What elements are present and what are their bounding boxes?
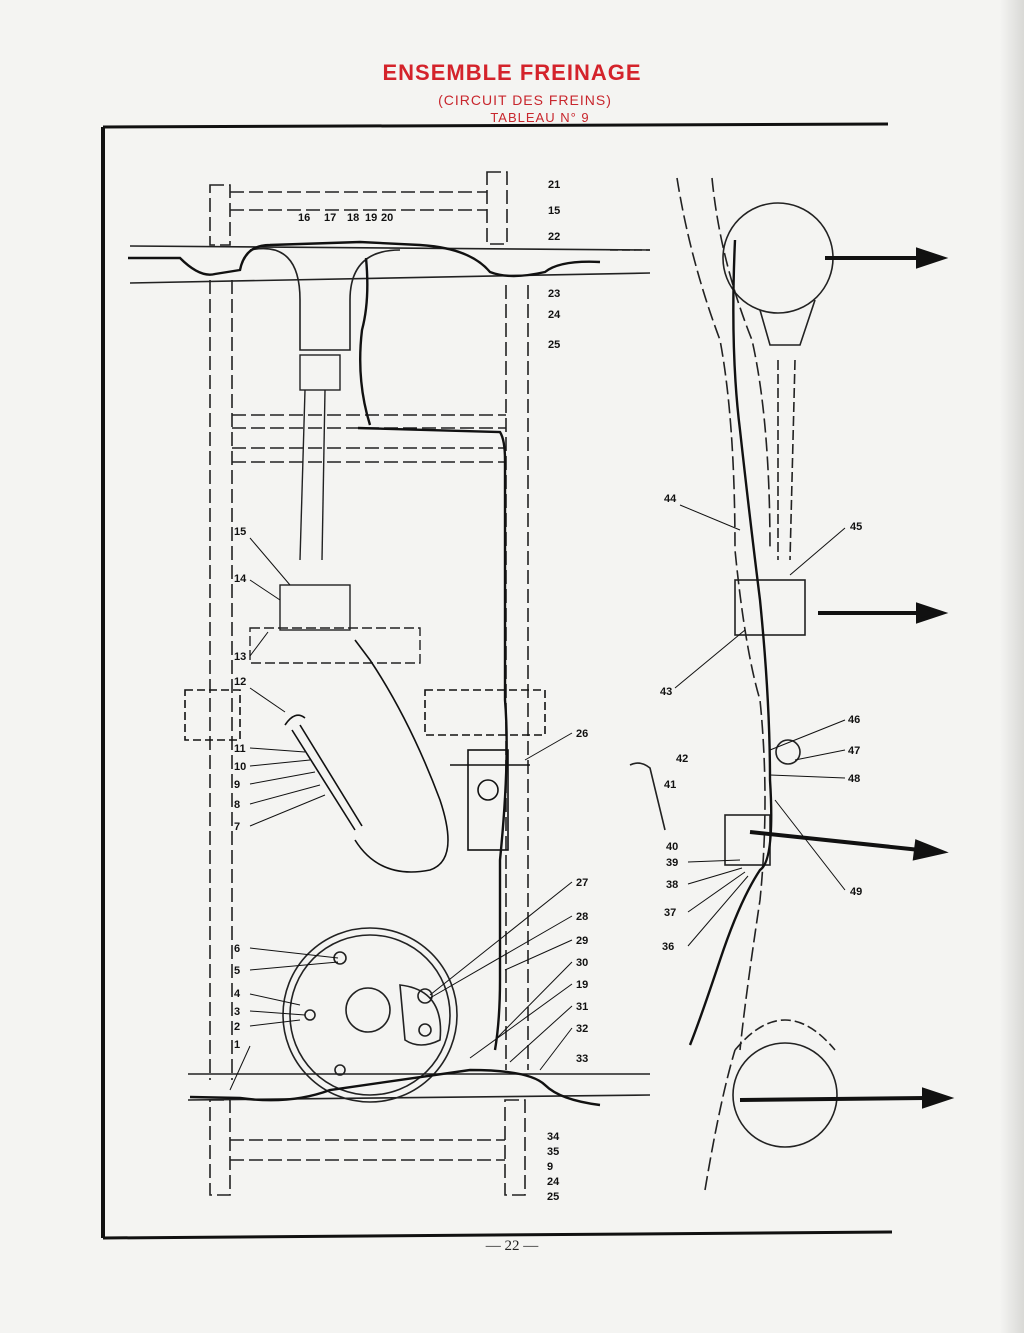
callout-19b: 19 xyxy=(576,979,588,991)
callout-49: 49 xyxy=(850,886,862,898)
callout-16: 16 xyxy=(298,212,310,224)
callout-42: 42 xyxy=(676,753,688,765)
page-subtitle: (CIRCUIT DES FREINS) xyxy=(438,92,612,108)
callout-4: 4 xyxy=(234,988,241,1000)
callout-26: 26 xyxy=(576,728,588,740)
table-number: TABLEAU N° 9 xyxy=(490,110,590,125)
callout-2: 2 xyxy=(234,1021,240,1033)
callout-33: 33 xyxy=(576,1053,588,1065)
callout-11: 11 xyxy=(234,743,246,755)
callout-7: 7 xyxy=(234,821,240,833)
direction-arrows xyxy=(739,247,955,1109)
callout-labels-right: 44 45 43 42 41 40 39 38 37 36 46 47 48 4… xyxy=(660,493,862,953)
page-spine-shadow xyxy=(1000,0,1024,1333)
callout-9b: 9 xyxy=(547,1161,553,1173)
callout-47: 47 xyxy=(848,745,860,757)
callout-labels-left: 16 17 18 19 20 15 14 13 12 11 10 9 8 7 6… xyxy=(234,179,588,1203)
callout-3: 3 xyxy=(234,1006,240,1018)
callout-32: 32 xyxy=(576,1023,588,1035)
callout-38: 38 xyxy=(666,879,678,891)
front-axle xyxy=(129,245,651,351)
callout-12: 12 xyxy=(234,676,246,688)
callout-6: 6 xyxy=(234,943,240,955)
callout-43: 43 xyxy=(660,686,672,698)
callout-8: 8 xyxy=(234,799,240,811)
callout-39: 39 xyxy=(666,857,678,869)
callout-35: 35 xyxy=(547,1146,559,1158)
callout-24: 24 xyxy=(548,309,561,321)
handbrake-assembly xyxy=(184,639,546,873)
master-cylinder xyxy=(450,749,530,851)
callout-21: 21 xyxy=(548,179,560,191)
callout-41: 41 xyxy=(664,779,676,791)
callout-15: 15 xyxy=(234,526,246,538)
chassis-frame xyxy=(209,171,529,1196)
rear-axle xyxy=(187,1068,651,1107)
rear-brake-drum xyxy=(282,927,458,1103)
callout-5: 5 xyxy=(234,965,240,977)
callout-48: 48 xyxy=(848,773,860,785)
callout-34: 34 xyxy=(547,1131,560,1143)
callout-13: 13 xyxy=(234,651,246,663)
callout-24b: 24 xyxy=(547,1176,560,1188)
callout-20: 20 xyxy=(381,212,393,224)
callout-37: 37 xyxy=(664,907,676,919)
callout-1: 1 xyxy=(234,1039,240,1051)
callout-30: 30 xyxy=(576,957,588,969)
page-title: ENSEMBLE FREINAGE xyxy=(382,60,642,85)
page-number: — 22 — xyxy=(485,1238,539,1254)
leader-lines xyxy=(229,504,846,1091)
callout-9: 9 xyxy=(234,779,240,791)
callout-18: 18 xyxy=(347,212,359,224)
callout-19: 19 xyxy=(365,212,377,224)
callout-10: 10 xyxy=(234,761,246,773)
side-view-chassis xyxy=(676,177,771,1191)
propeller-shaft xyxy=(249,354,421,664)
callout-40: 40 xyxy=(666,841,678,853)
callout-27: 27 xyxy=(576,877,588,889)
callout-25b: 25 xyxy=(547,1191,559,1203)
callout-15b: 15 xyxy=(548,205,560,217)
callout-22: 22 xyxy=(548,231,560,243)
callout-28: 28 xyxy=(576,911,588,923)
callout-23: 23 xyxy=(548,288,560,300)
callout-17: 17 xyxy=(324,212,336,224)
diagram-frame xyxy=(101,122,893,1240)
callout-14: 14 xyxy=(234,573,247,585)
callout-45: 45 xyxy=(850,521,862,533)
callout-46: 46 xyxy=(848,714,860,726)
callout-31: 31 xyxy=(576,1001,588,1013)
callout-36: 36 xyxy=(662,941,674,953)
callout-44: 44 xyxy=(664,493,677,505)
callout-29: 29 xyxy=(576,935,588,947)
side-view-brake-line xyxy=(688,239,773,1046)
callout-25: 25 xyxy=(548,339,560,351)
front-brake-line xyxy=(128,240,601,1051)
